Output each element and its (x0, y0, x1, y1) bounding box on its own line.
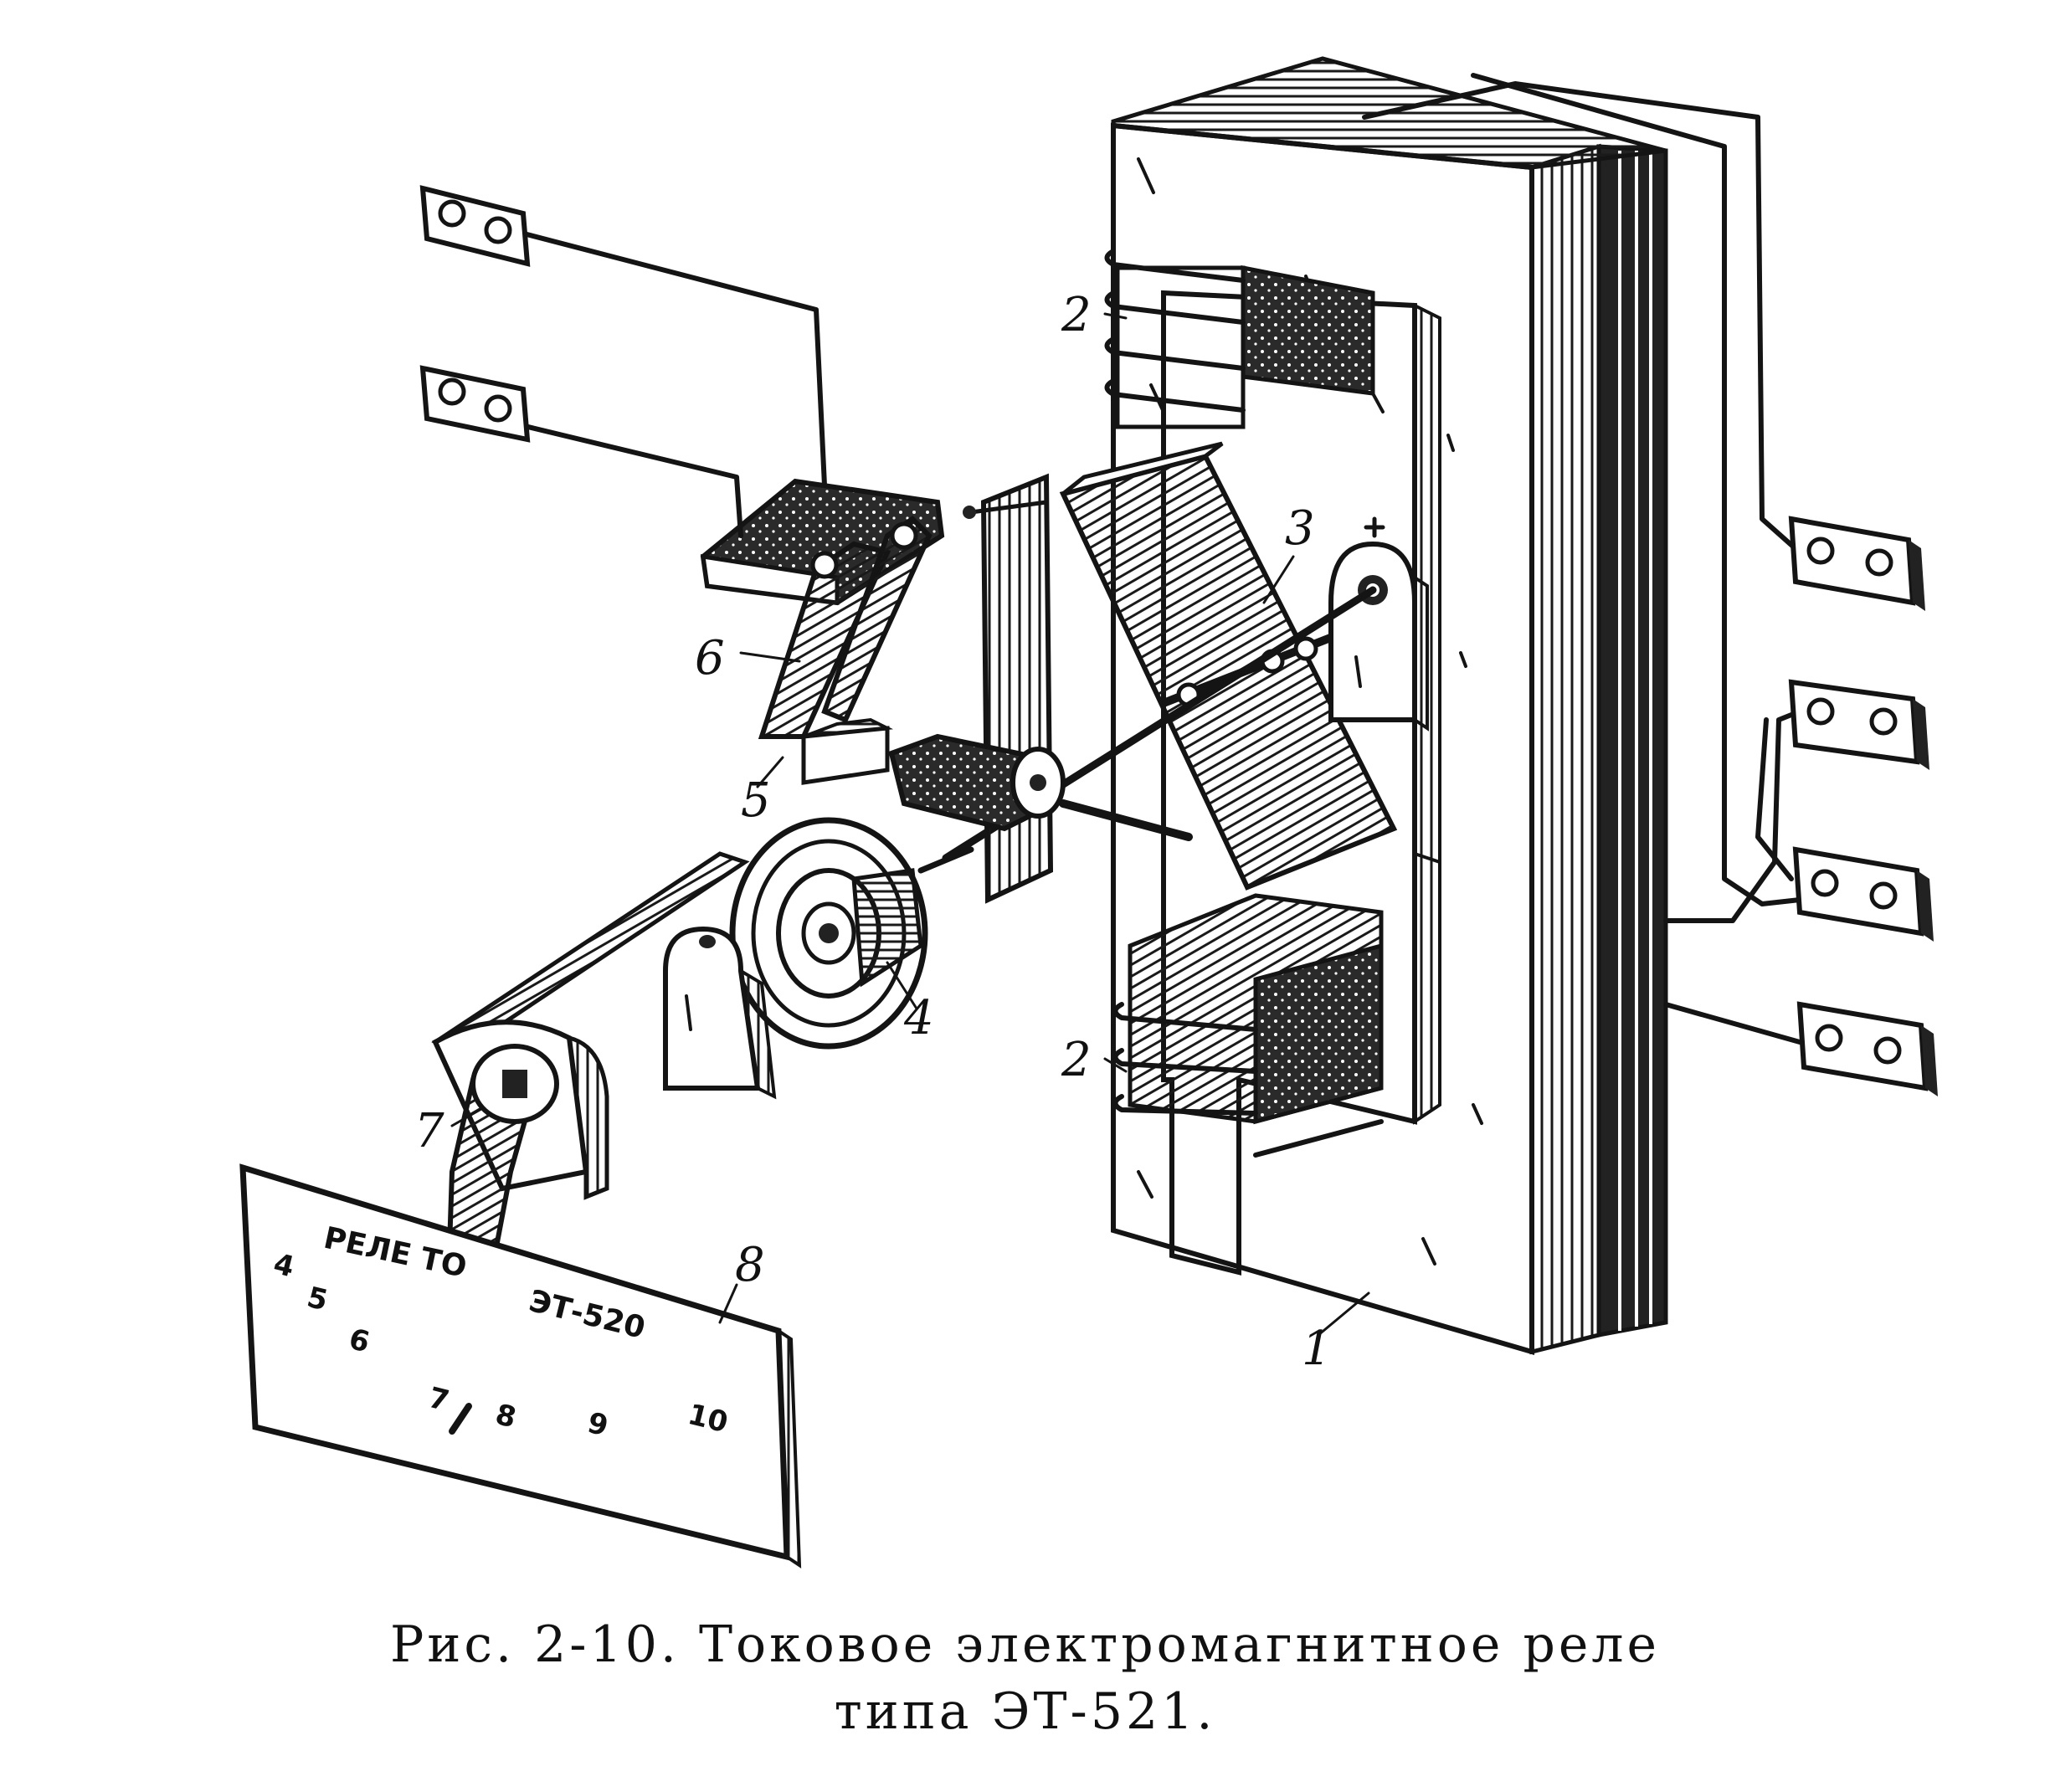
drum-bracket (663, 926, 777, 1100)
caption-line-2: типа ЭТ-521. (834, 1682, 1216, 1741)
callout-adjustment-lever: 7 (414, 1104, 444, 1158)
callout-core: 1 (1302, 1322, 1332, 1376)
callout-armature: 3 (1285, 501, 1315, 556)
terminal-block-top-left (419, 185, 531, 267)
wiring (508, 73, 1802, 1045)
terminal-block-right-1 (1788, 516, 1925, 611)
terminal-block-mid-left (419, 365, 531, 443)
magnetic-core (1111, 56, 1668, 1355)
terminal-block-right-4 (1796, 1001, 1938, 1096)
callout-labels: 1 2 2 3 4 5 6 7 8 (414, 288, 1332, 1376)
figure-caption: Рис. 2-10. Токовое электромагнитное реле… (0, 1611, 2050, 1745)
z-armature (1059, 441, 1398, 891)
terminal-block-right-3 (1792, 846, 1934, 942)
fixed-contacts (700, 478, 945, 739)
upper-coil (1104, 249, 1375, 429)
terminal-block-right-2 (1788, 679, 1929, 770)
contact-bridge (801, 717, 1066, 832)
damping-drum (729, 817, 974, 1050)
caption-line-1: Рис. 2-10. Токовое электромагнитное реле (389, 1615, 1661, 1674)
lower-coil (1112, 893, 1384, 1158)
callout-damping-drum: 4 (903, 991, 934, 1045)
callout-fixed-contacts: 6 (695, 631, 725, 685)
callout-leaders (450, 312, 1370, 1337)
callout-scale-plate: 8 (735, 1238, 765, 1292)
callout-contact-bridge: 5 (741, 773, 771, 828)
callout-lower-coil: 2 (1061, 1033, 1092, 1087)
callout-upper-coil: 2 (1061, 288, 1092, 342)
